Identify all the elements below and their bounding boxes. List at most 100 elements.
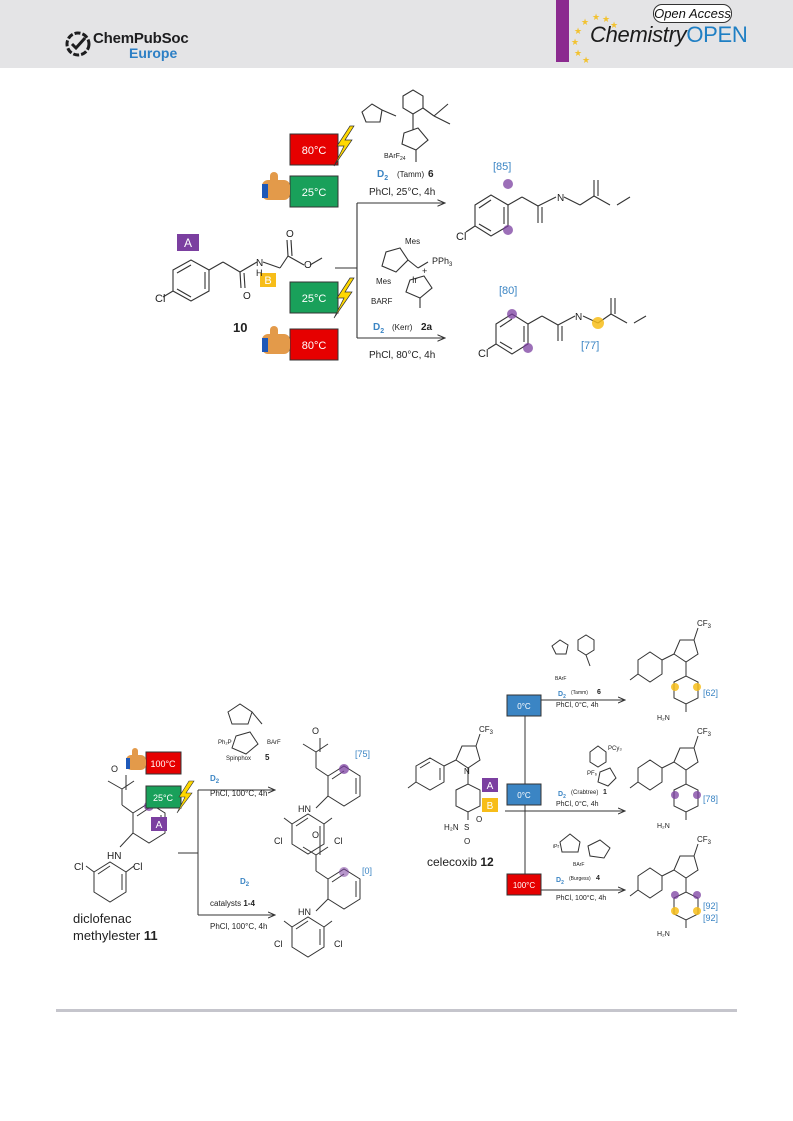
yield-top: [85] bbox=[493, 161, 511, 173]
deuteration-site-yellow bbox=[693, 907, 701, 915]
spinphox-conditions: PhCl, 100°C, 4h bbox=[210, 789, 267, 798]
scheme-2-temp-boxes: 100°C 25°C A bbox=[126, 748, 195, 831]
crabtree-pf6: PF₆ bbox=[587, 771, 598, 777]
atom-o: O bbox=[464, 837, 470, 846]
deuteration-site-purple bbox=[503, 179, 513, 189]
yield-3a: [92] bbox=[703, 901, 718, 911]
atom-n: N bbox=[575, 312, 582, 323]
kerr-d2: D2 bbox=[373, 322, 384, 335]
label-B: B bbox=[264, 275, 271, 287]
deuteration-site-purple bbox=[339, 867, 349, 877]
scheme-3-site-markers bbox=[671, 683, 701, 915]
temp-box-rt bbox=[289, 281, 339, 314]
crabtree-conditions: PhCl, 0°C, 4h bbox=[556, 800, 599, 808]
kerr-conditions: PhCl, 80°C, 4h bbox=[369, 350, 435, 361]
burgess-ipr: iPr bbox=[553, 844, 559, 850]
label-B-box bbox=[482, 798, 498, 812]
spinphox-d2: D2 bbox=[210, 774, 220, 785]
deuteration-site-yellow bbox=[671, 907, 679, 915]
temp-box-hot bbox=[289, 133, 339, 166]
svg-text:★: ★ bbox=[574, 27, 582, 37]
deuteration-site-purple bbox=[339, 764, 349, 774]
deuteration-site-yellow bbox=[671, 683, 679, 691]
atom-cf3: CF3 bbox=[479, 725, 494, 736]
atom-cl: Cl bbox=[155, 293, 165, 305]
deuteration-site-yellow bbox=[592, 317, 604, 329]
journal-title-part1: Chemistry bbox=[590, 22, 687, 47]
compound-name: diclofenac bbox=[73, 911, 132, 926]
atom-o: O bbox=[312, 726, 319, 736]
publisher-region: Europe bbox=[129, 45, 178, 61]
temp-label: 100°C bbox=[513, 881, 536, 890]
tamm-d2: D2 bbox=[558, 691, 566, 700]
kerr-barf: BARF bbox=[371, 297, 392, 306]
bottom-conditions: PhCl, 100°C, 4h bbox=[210, 922, 267, 931]
tamm-conditions: PhCl, 0°C, 4h bbox=[556, 701, 599, 709]
label-B: B bbox=[487, 801, 494, 812]
journal-title-part2: OPEN bbox=[686, 22, 748, 47]
yield-top: [75] bbox=[355, 749, 370, 759]
lightning-icon bbox=[333, 125, 355, 167]
compound-number: 10 bbox=[233, 320, 247, 335]
burgess-conditions: PhCl, 100°C, 4h bbox=[556, 894, 606, 902]
benzene-ring bbox=[172, 259, 210, 302]
svg-text:★: ★ bbox=[571, 38, 579, 48]
temp-label: 25°C bbox=[302, 187, 327, 199]
atom-cl: Cl bbox=[334, 836, 343, 846]
svg-text:★: ★ bbox=[610, 21, 618, 31]
bottom-d2: D2 bbox=[240, 877, 250, 888]
footer-rule bbox=[56, 1009, 737, 1012]
temp-box-cold bbox=[506, 694, 542, 717]
atom-o: O bbox=[243, 291, 251, 302]
spinphox-name: Spinphox bbox=[226, 756, 251, 762]
atom-o: O bbox=[111, 764, 118, 774]
journal-color-bar bbox=[556, 0, 569, 62]
atom-cl: Cl bbox=[133, 862, 142, 873]
atom-cl: Cl bbox=[74, 862, 83, 873]
yield-2: [78] bbox=[703, 794, 718, 804]
kerr-plus: + bbox=[422, 266, 427, 276]
spinphox-anion: BArF bbox=[267, 740, 281, 746]
yield-1: [62] bbox=[703, 688, 718, 698]
temp-label: 80°C bbox=[302, 340, 327, 352]
atom-o: O bbox=[304, 260, 312, 271]
label-B-box bbox=[260, 273, 276, 287]
journal-header: ChemPubSoc Europe ★★★ ★★★ ★★ Open Access… bbox=[0, 0, 793, 68]
journal-title: ChemistryOPEN bbox=[590, 22, 748, 48]
tamm-d2: D2 bbox=[377, 169, 388, 182]
lightning-icon bbox=[176, 780, 195, 814]
temp-label: 100°C bbox=[150, 759, 176, 769]
atom-s: S bbox=[464, 823, 469, 832]
atom-cf3: CF3 bbox=[697, 619, 712, 630]
atom-hn: HN bbox=[298, 804, 311, 814]
crabtree-pcy3: PCy₃ bbox=[608, 746, 622, 752]
label-A-box bbox=[177, 234, 199, 251]
burgess-d2: D2 bbox=[556, 877, 564, 886]
thumbs-up-icon bbox=[262, 326, 290, 354]
label-A-box bbox=[151, 817, 167, 831]
svg-text:★: ★ bbox=[582, 56, 590, 63]
tamm-number: 6 bbox=[597, 689, 601, 696]
atom-cl: Cl bbox=[334, 939, 343, 949]
burgess-name: (Burgess) bbox=[569, 876, 591, 882]
thumbs-up-icon bbox=[262, 172, 290, 200]
label-A: A bbox=[487, 781, 494, 792]
atom-n: N bbox=[557, 193, 564, 204]
eu-stars-icon: ★★★ ★★★ ★★ bbox=[571, 13, 618, 63]
deuteration-site-purple bbox=[693, 791, 701, 799]
atom-cl: Cl bbox=[274, 939, 283, 949]
scheme-1 bbox=[162, 89, 647, 355]
kerr-pph3: PPh3 bbox=[432, 256, 453, 268]
crabtree-number: 1 bbox=[603, 789, 607, 796]
chempubsoc-logo-icon bbox=[65, 31, 91, 57]
atom-cl: Cl bbox=[456, 231, 466, 243]
kerr-number: 2a bbox=[421, 322, 433, 333]
atom-h2n: H₂N bbox=[657, 931, 670, 938]
deuteration-site-purple bbox=[503, 225, 513, 235]
deuteration-site-purple bbox=[671, 791, 679, 799]
scheme-3-temp-boxes: 0°C 0°C 100°C A B bbox=[482, 694, 542, 896]
svg-text:★: ★ bbox=[602, 15, 610, 25]
temp-label: 25°C bbox=[302, 293, 327, 305]
lightning-icon bbox=[333, 277, 355, 319]
